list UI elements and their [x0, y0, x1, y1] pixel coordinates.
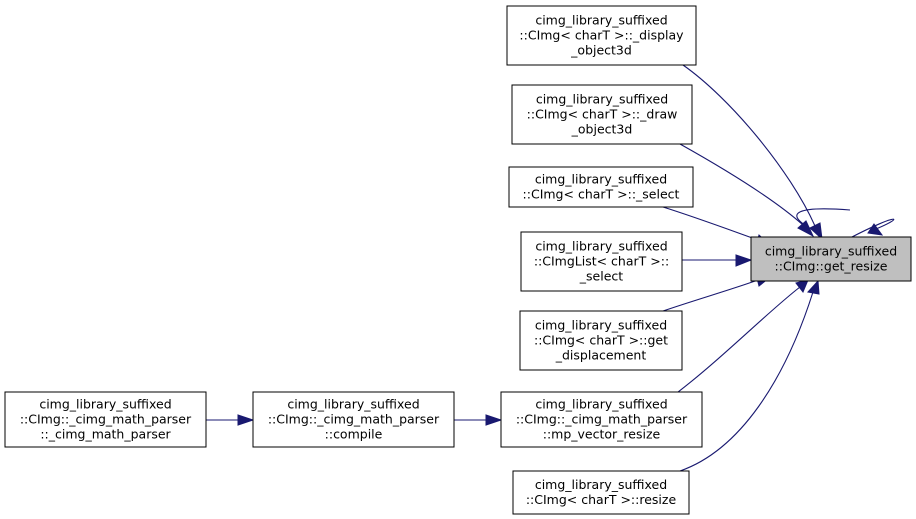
node-label-line: ::CImg< charT >::resize — [526, 492, 677, 507]
edge-arrowhead — [237, 414, 255, 426]
graph-node-n2[interactable]: cimg_library_suffixed::CImg< charT >::_d… — [511, 84, 693, 145]
node-label-line: cimg_library_suffixed — [535, 172, 667, 187]
node-label-line: ::CImg< charT >::_select — [523, 187, 680, 202]
node-label-line: ::CImg::get_resize — [775, 259, 888, 274]
node-label-line: _object3d — [570, 43, 632, 58]
node-box — [500, 391, 703, 448]
edge-line — [679, 143, 804, 226]
node-label-line: ::CImgList< charT >:: — [534, 254, 669, 269]
node-label-line: ::CImg< charT >::_draw — [527, 107, 678, 122]
node-label-line: _select — [579, 269, 623, 284]
node-label-line: ::mp_vector_resize — [543, 427, 661, 442]
node-box — [252, 391, 455, 448]
node-label-line: ::CImg::_cimg_math_parser — [516, 412, 688, 427]
node-label-line: ::CImg::_cimg_math_parser — [20, 412, 192, 427]
node-label-line: cimg_library_suffixed — [535, 13, 667, 28]
edge-line — [679, 291, 814, 472]
graph-node-n9[interactable]: cimg_library_suffixed::CImg::_cimg_math_… — [4, 391, 207, 448]
node-box — [750, 236, 912, 282]
edge-arrowhead — [797, 220, 815, 238]
node-label-line: _object3d — [571, 122, 633, 137]
graph-nodes: cimg_library_suffixed::CImg::get_resizec… — [4, 5, 912, 515]
node-label-line: cimg_library_suffixed — [536, 92, 668, 107]
edge-line — [662, 206, 759, 241]
edge-line — [662, 279, 759, 312]
node-label-line: ::_cimg_math_parser — [40, 427, 171, 442]
node-label-line: cimg_library_suffixed — [39, 397, 171, 412]
graph-node-n3[interactable]: cimg_library_suffixed::CImg< charT >::_s… — [508, 166, 694, 208]
node-label-line: cimg_library_suffixed — [535, 397, 667, 412]
graph-node-n7[interactable]: cimg_library_suffixed::CImg< charT >::re… — [512, 470, 690, 515]
node-box — [508, 166, 694, 208]
node-label-line: ::CImg< charT >::get — [534, 333, 668, 348]
graph-node-n1[interactable]: cimg_library_suffixed::CImg< charT >::_d… — [506, 5, 697, 66]
edge-arrowhead — [795, 279, 809, 293]
edge-line — [682, 64, 816, 227]
edge-n4-to-n0 — [682, 254, 753, 267]
edge-line — [677, 286, 801, 393]
edge-line — [849, 218, 895, 239]
edge-arrowhead — [807, 279, 820, 295]
graph-node-n4[interactable]: cimg_library_suffixed::CImgList< charT >… — [520, 231, 683, 292]
node-label-line: cimg_library_suffixed — [535, 318, 667, 333]
edge-n6-to-n0 — [677, 279, 809, 393]
edge-n9-to-n8 — [206, 414, 255, 426]
node-label-line: cimg_library_suffixed — [535, 477, 667, 492]
edge-arrowhead — [485, 414, 503, 426]
graph-node-n6[interactable]: cimg_library_suffixed::CImg::_cimg_math_… — [500, 391, 703, 448]
node-label-line: ::CImg::_cimg_math_parser — [268, 412, 440, 427]
node-box — [512, 470, 690, 515]
node-box — [520, 231, 683, 292]
edge-arrowhead — [809, 222, 823, 241]
edge-arrowhead — [735, 254, 753, 267]
node-label-line: _displacement — [555, 348, 647, 363]
graph-node-n8[interactable]: cimg_library_suffixed::CImg::_cimg_math_… — [252, 391, 455, 448]
graph-node-n5[interactable]: cimg_library_suffixed::CImg< charT >::ge… — [519, 310, 683, 371]
node-label-line: cimg_library_suffixed — [765, 244, 897, 259]
node-box — [511, 84, 693, 145]
edge-n8-to-n6 — [454, 414, 503, 426]
node-label-line: cimg_library_suffixed — [287, 397, 419, 412]
node-label-line: ::CImg< charT >::_display — [519, 28, 684, 43]
edge-n1-to-n0 — [682, 64, 823, 241]
node-box — [4, 391, 207, 448]
edge-arrowhead — [867, 223, 884, 236]
node-label-line: cimg_library_suffixed — [535, 239, 667, 254]
focus-node-get-resize[interactable]: cimg_library_suffixed::CImg::get_resize — [750, 236, 912, 282]
node-box — [519, 310, 683, 371]
edge-n7-to-n0 — [679, 279, 820, 472]
node-label-line: ::compile — [325, 427, 383, 442]
edge-n2-to-n0 — [679, 143, 815, 238]
node-box — [506, 5, 697, 66]
